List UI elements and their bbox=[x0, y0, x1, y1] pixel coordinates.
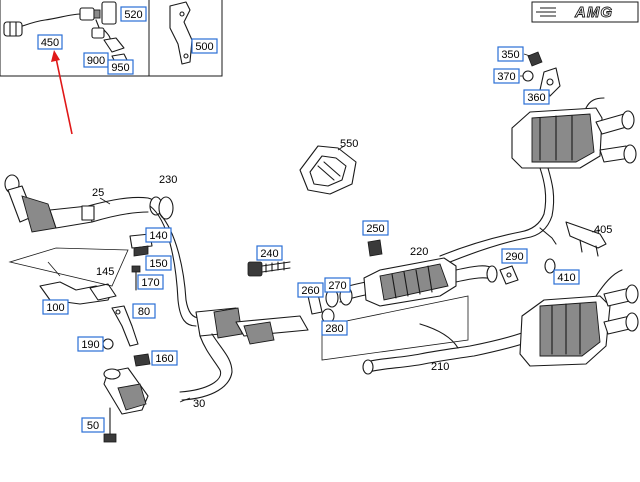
svg-text:280: 280 bbox=[325, 323, 343, 335]
svg-text:50: 50 bbox=[87, 420, 99, 432]
svg-text:240: 240 bbox=[260, 248, 278, 260]
oxygen-sensor-drawing bbox=[3, 1, 129, 65]
label-30: 30 bbox=[193, 398, 205, 410]
tag-260[interactable]: 260 bbox=[297, 282, 324, 298]
tag-240[interactable]: 240 bbox=[256, 245, 283, 261]
label-550: 550 bbox=[340, 138, 358, 150]
amg-logo: AMG bbox=[531, 1, 639, 23]
svg-text:140: 140 bbox=[149, 230, 167, 242]
tag-150[interactable]: 150 bbox=[145, 255, 172, 271]
svg-text:150: 150 bbox=[149, 258, 167, 270]
svg-text:900: 900 bbox=[87, 55, 105, 67]
tag-410[interactable]: 410 bbox=[553, 269, 580, 285]
label-210: 210 bbox=[431, 361, 449, 373]
svg-text:290: 290 bbox=[505, 251, 523, 263]
svg-text:350: 350 bbox=[501, 49, 519, 61]
svg-text:360: 360 bbox=[527, 92, 545, 104]
front-left-catalyst-drawing bbox=[4, 174, 174, 233]
svg-text:170: 170 bbox=[141, 277, 159, 289]
tag-280[interactable]: 280 bbox=[321, 320, 348, 336]
mounting-hardware-drawing bbox=[8, 233, 153, 347]
tag-450[interactable]: 450 bbox=[37, 34, 63, 50]
front-right-catalyst-drawing bbox=[102, 205, 309, 443]
tag-900[interactable]: 900 bbox=[83, 52, 109, 68]
label-405: 405 bbox=[594, 224, 612, 236]
center-muffler-drawing bbox=[335, 231, 527, 307]
tag-500[interactable]: 500 bbox=[191, 38, 218, 54]
tag-950[interactable]: 950 bbox=[107, 59, 134, 75]
tag-360[interactable]: 360 bbox=[523, 89, 550, 105]
svg-text:450: 450 bbox=[41, 37, 59, 49]
amg-logo-text: AMG bbox=[574, 4, 613, 21]
svg-text:260: 260 bbox=[301, 285, 319, 297]
label-220: 220 bbox=[410, 246, 428, 258]
tag-350[interactable]: 350 bbox=[497, 46, 524, 62]
label-230: 230 bbox=[159, 174, 177, 186]
inset-frames bbox=[0, 0, 223, 77]
tag-190[interactable]: 190 bbox=[77, 336, 104, 352]
rear-hangers-drawing bbox=[499, 221, 607, 285]
tag-100[interactable]: 100 bbox=[42, 299, 69, 315]
tag-170[interactable]: 170 bbox=[137, 274, 164, 290]
tag-250[interactable]: 250 bbox=[362, 220, 389, 236]
tag-80[interactable]: 80 bbox=[132, 303, 156, 319]
tag-140[interactable]: 140 bbox=[145, 227, 172, 243]
tag-520[interactable]: 520 bbox=[120, 6, 147, 22]
svg-text:410: 410 bbox=[557, 272, 575, 284]
red-pointer-arrow bbox=[51, 50, 73, 135]
label-25: 25 bbox=[92, 187, 104, 199]
svg-text:80: 80 bbox=[138, 306, 150, 318]
svg-text:370: 370 bbox=[497, 71, 515, 83]
heat-shield-drawing bbox=[299, 145, 357, 195]
svg-text:270: 270 bbox=[328, 280, 346, 292]
svg-text:950: 950 bbox=[111, 62, 129, 74]
svg-text:250: 250 bbox=[366, 223, 384, 235]
rear-muffler-lower-drawing bbox=[362, 269, 639, 375]
svg-text:190: 190 bbox=[81, 339, 99, 351]
tag-50[interactable]: 50 bbox=[81, 417, 105, 433]
svg-text:500: 500 bbox=[195, 41, 213, 53]
tag-370[interactable]: 370 bbox=[493, 68, 520, 84]
svg-text:520: 520 bbox=[124, 9, 142, 21]
bracket-drawing bbox=[169, 1, 193, 65]
svg-text:160: 160 bbox=[155, 353, 173, 365]
hanger-cluster-drawing bbox=[520, 51, 561, 97]
tag-270[interactable]: 270 bbox=[324, 277, 351, 293]
label-145: 145 bbox=[96, 266, 114, 278]
rear-muffler-upper-drawing bbox=[511, 97, 637, 239]
tag-290[interactable]: 290 bbox=[501, 248, 528, 264]
tag-160[interactable]: 160 bbox=[151, 350, 178, 366]
svg-text:100: 100 bbox=[46, 302, 64, 314]
